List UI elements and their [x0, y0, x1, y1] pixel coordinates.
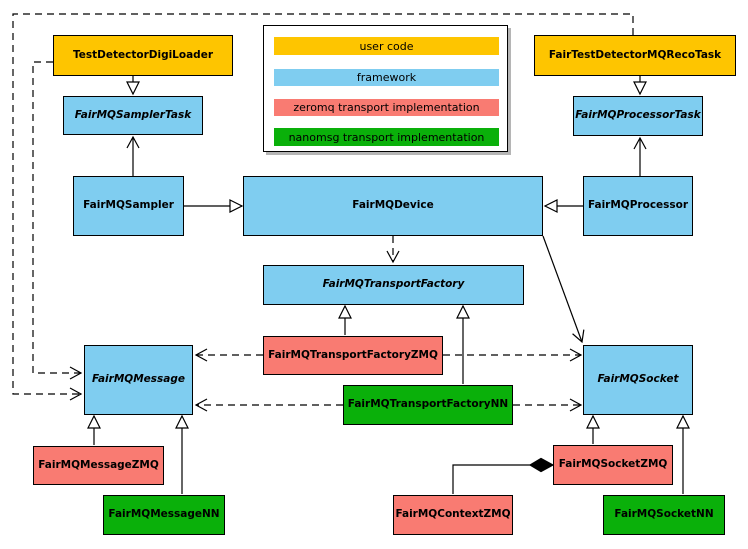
node-fairmqcontextzmq: FairMQContextZMQ — [393, 495, 513, 535]
node-fairmqsamplertask: FairMQSamplerTask — [63, 96, 203, 135]
node-fairmqtransportfactory: FairMQTransportFactory — [263, 265, 524, 305]
legend-label: zeromq transport implementation — [293, 101, 480, 114]
node-fairmqtransportfactoryzmq: FairMQTransportFactoryZMQ — [263, 336, 443, 375]
legend-label: user code — [359, 39, 414, 53]
node-fairmqsocketnn: FairMQSocketNN — [603, 495, 725, 535]
legend-item-nanomsg: nanomsg transport implementation — [274, 128, 499, 146]
edge-digiloader-message — [32, 61, 83, 380]
edge-recotask-message — [12, 13, 634, 401]
node-fairmqprocessortask: FairMQProcessorTask — [573, 96, 703, 136]
node-fairtestdetectormqrecotask: FairTestDetectorMQRecoTask — [534, 35, 736, 76]
edge-context-socketzmq — [452, 464, 530, 494]
node-fairmqsocketzmq: FairMQSocketZMQ — [553, 445, 673, 485]
node-testdetectordigiloader: TestDetectorDigiLoader — [53, 35, 233, 76]
node-fairmqsampler: FairMQSampler — [73, 176, 184, 236]
legend: user code framework zeromq transport imp… — [263, 25, 508, 152]
node-fairmqdevice: FairMQDevice — [243, 176, 543, 236]
legend-label: framework — [356, 71, 417, 84]
edge-device-socket — [542, 235, 585, 344]
node-fairmqmessagenn: FairMQMessageNN — [103, 495, 225, 535]
legend-label: nanomsg transport implementation — [288, 130, 485, 144]
legend-item-framework: framework — [274, 69, 499, 86]
node-fairmqsocket: FairMQSocket — [583, 345, 693, 415]
node-fairmqprocessor: FairMQProcessor — [583, 176, 693, 236]
composition-diamond — [528, 457, 555, 473]
legend-item-zeromq: zeromq transport implementation — [274, 99, 499, 116]
node-fairmqtransportfactorynn: FairMQTransportFactoryNN — [343, 385, 513, 425]
legend-item-user-code: user code — [274, 37, 499, 55]
node-fairmqmessagezmq: FairMQMessageZMQ — [33, 446, 164, 485]
node-fairmqmessage: FairMQMessage — [84, 345, 193, 415]
